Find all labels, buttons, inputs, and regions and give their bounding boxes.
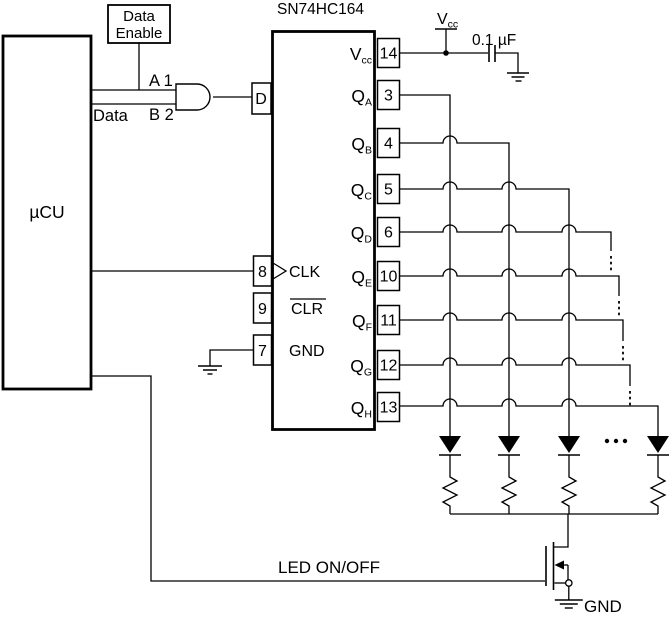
data-enable-line1: Data xyxy=(123,8,155,25)
chip-title: SN74HC164 xyxy=(277,1,364,18)
led-column-4 xyxy=(647,436,669,514)
pin-qe-label: QE xyxy=(351,267,372,290)
right-pin-labels: Vcc QA QB QC QD QE QF QG QH xyxy=(350,44,373,421)
gate-input-a-label: A 1 xyxy=(149,72,173,90)
wire-chip-gnd xyxy=(209,349,254,366)
led-column-1 xyxy=(439,436,461,514)
resistor xyxy=(441,474,459,514)
pin-box-9 xyxy=(252,292,273,324)
resistor xyxy=(560,474,578,514)
pin-4-number: 4 xyxy=(384,136,393,153)
led-icon xyxy=(647,436,669,453)
led-onoff-label: LED ON/OFF xyxy=(278,558,380,577)
pin-qb-label: QB xyxy=(351,134,372,157)
pin-box-13 xyxy=(376,391,401,423)
led-icon xyxy=(439,436,461,453)
pin-5-number: 5 xyxy=(384,182,393,199)
wire-cap-gnd xyxy=(495,52,519,73)
pin-box-d xyxy=(251,82,272,115)
pin-7-number: 7 xyxy=(258,343,267,360)
pin-qc-label: QC xyxy=(351,180,373,203)
led-icon xyxy=(558,436,580,453)
wire-qd xyxy=(399,224,612,251)
pin-clk-label: CLK xyxy=(289,264,320,281)
shift-register-chip xyxy=(271,30,376,431)
ucu-label: µCU xyxy=(29,202,64,222)
and-gate xyxy=(175,83,211,111)
pin-12-number: 12 xyxy=(380,358,398,375)
resistor xyxy=(500,474,518,514)
led-ellipsis xyxy=(604,438,628,444)
ucu-box xyxy=(1,34,93,391)
led-column-2 xyxy=(498,436,520,514)
wire-led-onoff xyxy=(91,375,545,582)
pin-vcc-label: Vcc xyxy=(350,44,372,67)
pin-gnd-label: GND xyxy=(289,343,325,360)
led-column-3 xyxy=(558,436,580,514)
pin-10-number: 10 xyxy=(380,269,398,286)
vcc-supply-label: Vcc xyxy=(437,11,458,31)
pin-qf-label: QF xyxy=(352,311,372,334)
wire-mosfet-drain xyxy=(554,514,569,548)
right-pin-boxes: 14 3 4 5 6 10 11 12 13 xyxy=(376,37,401,423)
pin-11-number: 11 xyxy=(380,313,397,330)
ground-symbol-cap xyxy=(507,72,529,82)
pin-qa-label: QA xyxy=(351,86,372,109)
wire-qg xyxy=(399,357,631,386)
data-wire-label: Data xyxy=(93,107,129,125)
pin-d-label: D xyxy=(255,91,267,108)
gnd-label: GND xyxy=(584,597,622,616)
mosfet xyxy=(545,542,573,600)
mosfet-arrow-icon xyxy=(554,560,564,570)
mosfet-source-terminal xyxy=(564,579,573,587)
pin-3-number: 3 xyxy=(384,88,393,105)
wire-qc xyxy=(399,181,570,436)
wire-qa xyxy=(399,94,451,436)
wire-qh xyxy=(399,398,659,436)
capacitor-value-label: 0.1 µF xyxy=(472,32,516,49)
pin-13-number: 13 xyxy=(380,400,398,417)
ground-symbol-chip xyxy=(198,365,222,375)
gate-input-b-label: B 2 xyxy=(149,106,174,124)
wire-qb xyxy=(399,135,510,436)
data-enable-line2: Enable xyxy=(116,25,163,42)
pin-9-number: 9 xyxy=(258,301,267,318)
wire-qe xyxy=(399,268,620,296)
clock-triangle-icon xyxy=(272,261,288,281)
pin-clr-label: CLR xyxy=(291,301,323,318)
wire-qf xyxy=(399,312,624,341)
resistor xyxy=(649,474,667,514)
pin-qg-label: QG xyxy=(350,356,372,379)
ground-symbol-mosfet xyxy=(554,599,583,609)
pin-qd-label: QD xyxy=(351,223,373,246)
pin-8-number: 8 xyxy=(258,264,267,281)
led-icon xyxy=(498,436,520,453)
pin-qh-label: QH xyxy=(351,398,372,421)
vcc-symbol: Vcc xyxy=(435,11,458,53)
pin-14-number: 14 xyxy=(380,46,398,63)
pin-6-number: 6 xyxy=(384,225,393,242)
